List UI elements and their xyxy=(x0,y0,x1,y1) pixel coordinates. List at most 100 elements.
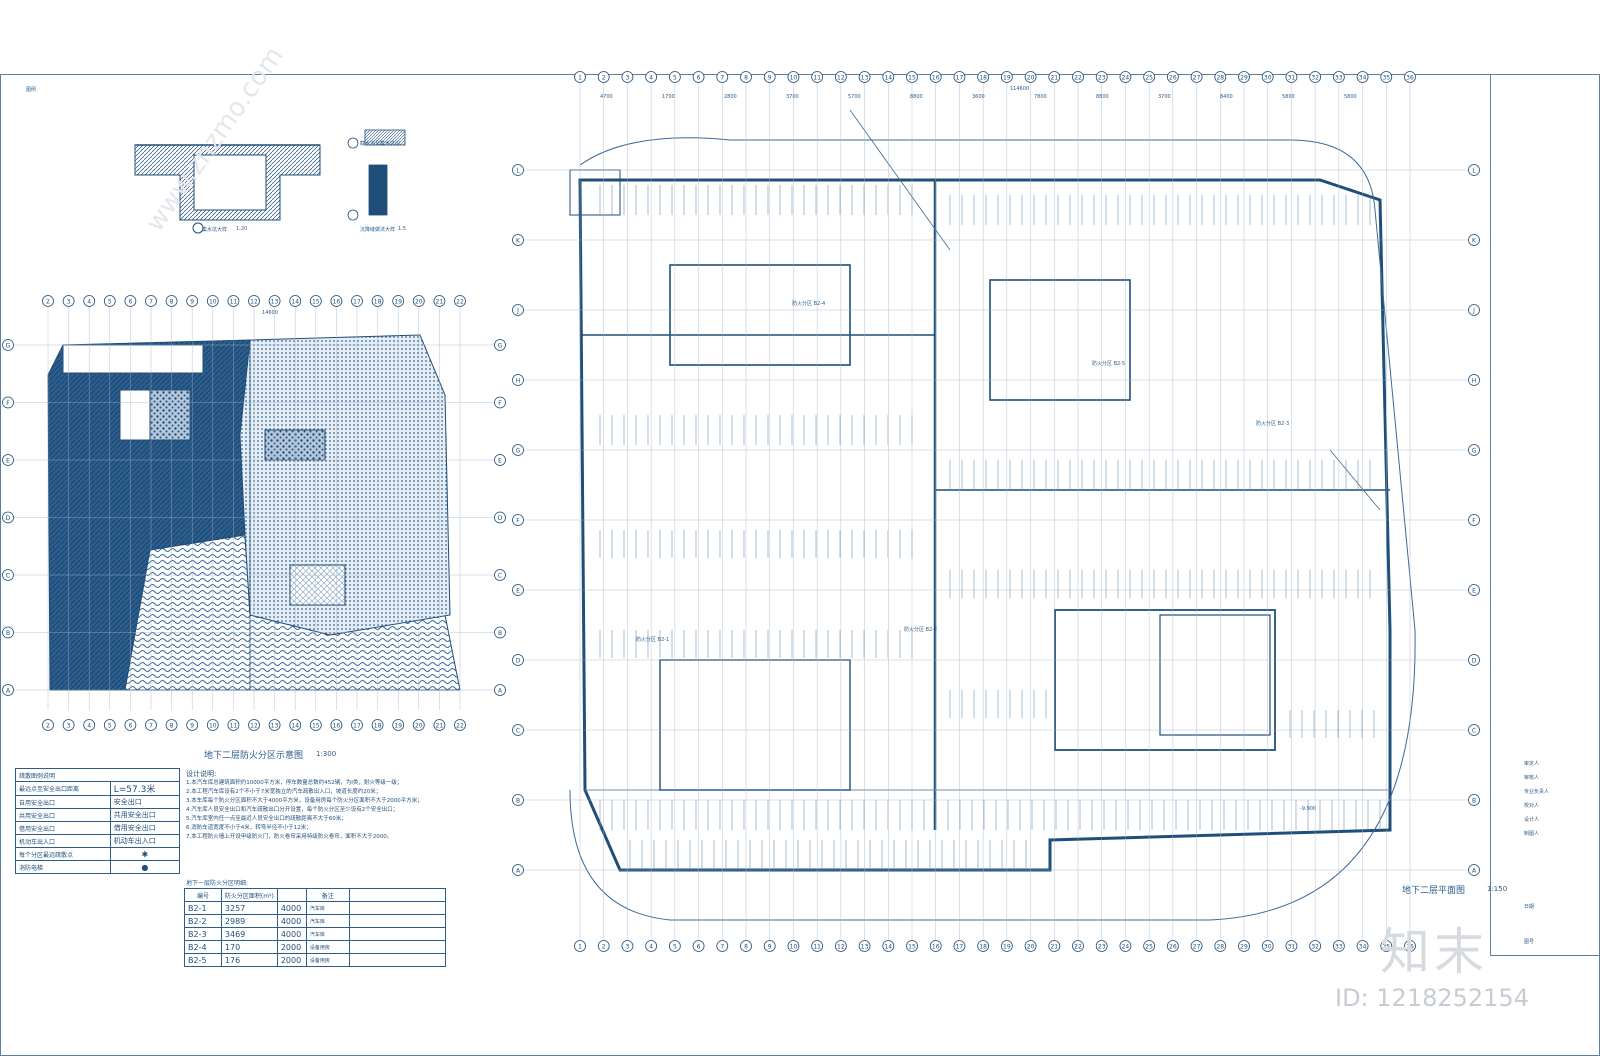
column-bubble xyxy=(1238,71,1250,83)
zone-tag: 防火分区 B2-4 xyxy=(792,301,826,307)
column-bubble-label: 28 xyxy=(1216,75,1224,82)
zone-area: 3257 xyxy=(220,901,278,915)
title-block-label: 专业负责人 xyxy=(1524,789,1550,795)
column-bubble xyxy=(1404,940,1416,952)
column-bubble xyxy=(668,940,681,952)
column-bubble xyxy=(186,719,199,731)
column-bubble xyxy=(1332,940,1345,952)
detail3-title: 沉降缝做法大样 xyxy=(360,227,396,233)
column-bubble xyxy=(62,295,75,307)
row-bubble-label: A xyxy=(1472,868,1477,875)
column-bubble xyxy=(1095,71,1108,83)
column-bubble xyxy=(412,295,425,307)
column-bubble-label: 4 xyxy=(87,723,91,730)
zone-id: B2-4 xyxy=(184,940,222,954)
column-bubble xyxy=(1024,71,1037,83)
column-bubble-label: 11 xyxy=(230,299,238,306)
column-bubble-label: 18 xyxy=(979,944,987,951)
trench-detail-drawing xyxy=(347,129,406,221)
column-bubble-label: 20 xyxy=(415,299,423,306)
zone-limit: 4000 xyxy=(276,914,307,928)
dimension-label: 1700 xyxy=(662,94,675,100)
legend-symbol: 借用安全出口 xyxy=(109,821,181,835)
column-bubble-label: 30 xyxy=(1264,75,1272,82)
zone-table: 编号 防火分区面积(m²) 备注 B2-1 3257 4000 汽车库 B2-2… xyxy=(184,888,447,967)
column-bubble-label: 10 xyxy=(209,723,217,730)
column-bubble-label: 3 xyxy=(67,723,71,730)
column-bubble-label: 16 xyxy=(333,723,341,730)
column-bubble-label: 12 xyxy=(837,944,845,951)
row-bubble-label: E xyxy=(498,458,502,465)
column-bubble-label: 19 xyxy=(394,299,402,306)
design-note-line: 1.本汽车库总建筑面积约10000平方米，停车数量总数约452辆，为I类，耐火等… xyxy=(186,780,403,786)
column-bubble xyxy=(1166,71,1179,83)
row-bubble xyxy=(1468,234,1480,246)
column-bubble-label: 13 xyxy=(861,75,869,82)
column-bubble xyxy=(858,940,871,952)
column-bubble xyxy=(882,71,895,83)
dimension-label: 8800 xyxy=(910,94,923,100)
column-bubble xyxy=(1261,71,1274,83)
column-bubble xyxy=(1190,940,1203,952)
column-bubble-label: 25 xyxy=(1145,944,1153,951)
column-bubble xyxy=(882,940,895,952)
row-bubble-label: E xyxy=(6,458,10,465)
column-bubble xyxy=(1095,940,1108,952)
column-bubble-label: 11 xyxy=(813,75,821,82)
column-bubble xyxy=(392,295,405,307)
column-bubble xyxy=(1285,71,1298,83)
column-bubble-label: 14 xyxy=(291,723,299,730)
row-bubble-label: K xyxy=(1472,238,1477,245)
column-bubble-label: 7 xyxy=(149,723,153,730)
column-bubble-label: 30 xyxy=(1264,944,1272,951)
row-bubble-label: L xyxy=(516,168,520,175)
zone-id: B2-3 xyxy=(184,927,222,941)
zone-area: 176 xyxy=(220,953,278,967)
column-bubble xyxy=(597,940,610,952)
row-bubble-label: K xyxy=(516,238,521,245)
legend-symbol: 机动车出入口 xyxy=(109,834,181,848)
column-bubble xyxy=(597,71,610,83)
column-bubble-label: 16 xyxy=(333,299,341,306)
column-bubble-label: 7 xyxy=(720,944,724,951)
zone-limit: 2000 xyxy=(276,953,307,967)
column-bubble xyxy=(811,940,824,952)
zone-col-header: 防火分区面积(m²) xyxy=(220,888,278,902)
row-bubble xyxy=(494,511,506,524)
column-bubble-label: 34 xyxy=(1359,75,1367,82)
row-bubble xyxy=(512,724,524,736)
legend-label: 借用安全出口 xyxy=(15,821,111,835)
design-note-line: 4.汽车库人员安全出口和汽车疏散出口分开设置，每个防火分区至少设有2个安全出口； xyxy=(186,807,399,813)
dimension-label: 3700 xyxy=(786,94,799,100)
column-bubble-label: 6 xyxy=(128,723,132,730)
zone-tag: 防火分区 B2-5 xyxy=(1092,361,1126,367)
column-bubble-label: 19 xyxy=(1003,944,1011,951)
column-bubble-label: 8 xyxy=(170,299,174,306)
column-bubble-label: 11 xyxy=(813,944,821,951)
column-bubble-label: 19 xyxy=(1003,75,1011,82)
column-bubble-label: 16 xyxy=(932,75,940,82)
row-bubble xyxy=(512,584,524,596)
column-bubble-label: 7 xyxy=(720,75,724,82)
column-bubble xyxy=(834,71,847,83)
zone-id: B2-2 xyxy=(184,914,222,928)
column-bubble xyxy=(268,295,281,307)
column-bubble xyxy=(1048,940,1061,952)
row-bubble-label: A xyxy=(516,868,521,875)
column-bubble-label: 22 xyxy=(456,723,464,730)
design-note-line: 7.本工程防火墙上开设甲级防火门，防火卷帘采用特级防火卷帘，面积不大于2000。 xyxy=(186,834,393,840)
row-bubble xyxy=(2,511,14,524)
legend-row: 共用安全出口 共用安全出口 xyxy=(15,808,181,822)
zone-limit: 4000 xyxy=(276,901,307,915)
design-note-line: 2.本工程汽车库设有2个不小于7米宽独立的汽车疏散出入口，坡道长度约20米； xyxy=(186,789,382,795)
column-bubble xyxy=(621,940,634,952)
column-bubble-label: 8 xyxy=(744,75,748,82)
fire-zone-plan: 2233445566778899101011111212131314141515… xyxy=(2,295,506,731)
zone-id: B2-1 xyxy=(184,901,222,915)
design-notes: 设计说明: 1.本汽车库总建筑面积约10000平方米，停车数量总数约452辆，为… xyxy=(186,770,441,842)
column-bubble-label: 1 xyxy=(578,75,582,82)
column-bubble-label: 2 xyxy=(602,75,606,82)
column-bubble-label: 20 xyxy=(415,723,423,730)
column-bubble xyxy=(906,940,918,952)
